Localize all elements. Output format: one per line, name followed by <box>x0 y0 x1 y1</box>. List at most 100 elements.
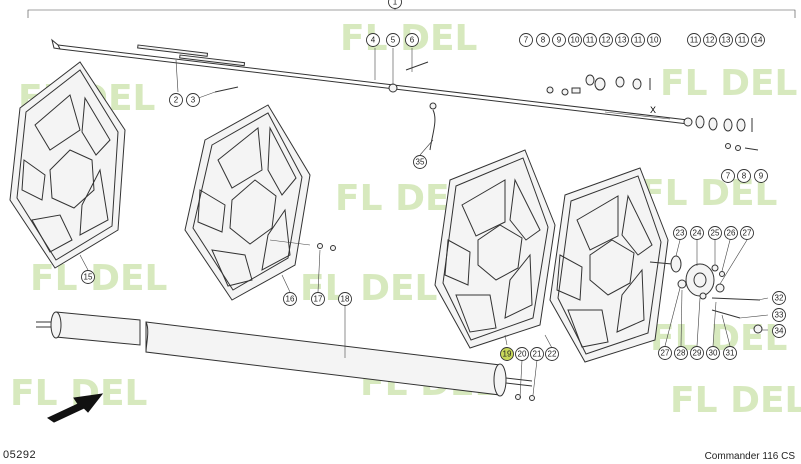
callout-22: 22 <box>545 347 559 361</box>
callout-7: 7 <box>721 169 735 183</box>
svg-text:4: 4 <box>371 36 376 45</box>
svg-text:6: 6 <box>410 36 415 45</box>
direction-arrow <box>46 393 104 423</box>
svg-text:18: 18 <box>341 295 350 304</box>
callout-6: 6 <box>405 33 419 47</box>
callout-4: 4 <box>366 33 380 47</box>
callout-5: 5 <box>386 33 400 47</box>
disc-19 <box>434 149 556 349</box>
callout-17: 17 <box>311 292 325 306</box>
svg-text:21: 21 <box>533 350 542 359</box>
svg-text:12: 12 <box>706 36 715 45</box>
svg-text:14: 14 <box>754 36 763 45</box>
leader-lines <box>79 48 769 399</box>
svg-text:12: 12 <box>602 36 611 45</box>
svg-text:8: 8 <box>742 172 747 181</box>
svg-text:10: 10 <box>650 36 659 45</box>
svg-text:25: 25 <box>711 229 720 238</box>
svg-text:11: 11 <box>738 36 747 45</box>
callout-9: 9 <box>552 33 566 47</box>
svg-text:9: 9 <box>759 172 764 181</box>
callout-13: 13 <box>615 33 629 47</box>
svg-text:30: 30 <box>709 349 718 358</box>
svg-text:31: 31 <box>726 349 735 358</box>
svg-text:27: 27 <box>743 229 752 238</box>
callout-32: 32 <box>772 291 786 305</box>
svg-text:22: 22 <box>548 350 557 359</box>
callout-2: 2 <box>169 93 183 107</box>
callout-10: 10 <box>647 33 661 47</box>
svg-text:7: 7 <box>524 36 529 45</box>
callout-27: 27 <box>740 226 754 240</box>
roller-shaft <box>36 311 535 401</box>
svg-text:11: 11 <box>634 36 643 45</box>
svg-text:11: 11 <box>690 36 699 45</box>
svg-text:11: 11 <box>586 36 595 45</box>
drawing-code: 05292 <box>3 449 37 461</box>
callout-23: 23 <box>673 226 687 240</box>
callout-12: 12 <box>703 33 717 47</box>
svg-text:26: 26 <box>727 229 736 238</box>
svg-text:17: 17 <box>314 295 323 304</box>
watermark: FL DEL <box>30 258 167 299</box>
svg-text:8: 8 <box>541 36 546 45</box>
callout-3: 3 <box>186 93 200 107</box>
callout-11: 11 <box>631 33 645 47</box>
callout-11: 11 <box>687 33 701 47</box>
callout-11: 11 <box>735 33 749 47</box>
watermark: FL DEL <box>660 63 797 104</box>
watermark: FL DEL <box>670 380 801 421</box>
callout-9: 9 <box>754 169 768 183</box>
svg-text:7: 7 <box>726 172 731 181</box>
callout-12: 12 <box>599 33 613 47</box>
callout-27: 27 <box>658 346 672 360</box>
svg-text:24: 24 <box>693 229 702 238</box>
model-name: Commander 116 CS <box>704 451 795 462</box>
callout-28: 28 <box>674 346 688 360</box>
callout-18: 18 <box>338 292 352 306</box>
callout-34: 34 <box>772 324 786 338</box>
disc-16 <box>184 104 336 301</box>
svg-text:13: 13 <box>618 36 627 45</box>
svg-text:1: 1 <box>393 0 398 7</box>
callout-19-highlighted: 19 <box>500 347 514 361</box>
svg-text:32: 32 <box>775 294 784 303</box>
callout-33: 33 <box>772 308 786 322</box>
callout-35: 35 <box>413 155 427 169</box>
watermark: FL DEL <box>640 173 777 214</box>
svg-text:33: 33 <box>775 311 784 320</box>
svg-text:2: 2 <box>174 96 179 105</box>
callout-29: 29 <box>690 346 704 360</box>
callout-30: 30 <box>706 346 720 360</box>
disc-22 <box>549 167 669 363</box>
svg-text:10: 10 <box>571 36 580 45</box>
svg-text:15: 15 <box>84 273 93 282</box>
callout-1: 1 <box>388 0 402 9</box>
svg-text:3: 3 <box>191 96 196 105</box>
svg-text:9: 9 <box>557 36 562 45</box>
callout-25: 25 <box>708 226 722 240</box>
callout-24: 24 <box>690 226 704 240</box>
svg-text:34: 34 <box>775 327 784 336</box>
svg-text:35: 35 <box>416 158 425 167</box>
callout-21: 21 <box>530 347 544 361</box>
callout-14: 14 <box>751 33 765 47</box>
svg-text:20: 20 <box>518 350 527 359</box>
svg-text:19: 19 <box>503 350 512 359</box>
bearing-assembly <box>649 255 763 334</box>
svg-text:29: 29 <box>693 349 702 358</box>
assembly-bracket <box>27 5 796 18</box>
callout-20: 20 <box>515 347 529 361</box>
callout-8: 8 <box>536 33 550 47</box>
callout-10: 10 <box>568 33 582 47</box>
dimension-label: X <box>650 105 656 115</box>
upper-hardware <box>214 61 759 151</box>
callout-26: 26 <box>724 226 738 240</box>
svg-text:5: 5 <box>391 36 396 45</box>
svg-text:16: 16 <box>286 295 295 304</box>
callout-11: 11 <box>583 33 597 47</box>
callout-7: 7 <box>519 33 533 47</box>
callout-31: 31 <box>723 346 737 360</box>
svg-text:23: 23 <box>676 229 685 238</box>
